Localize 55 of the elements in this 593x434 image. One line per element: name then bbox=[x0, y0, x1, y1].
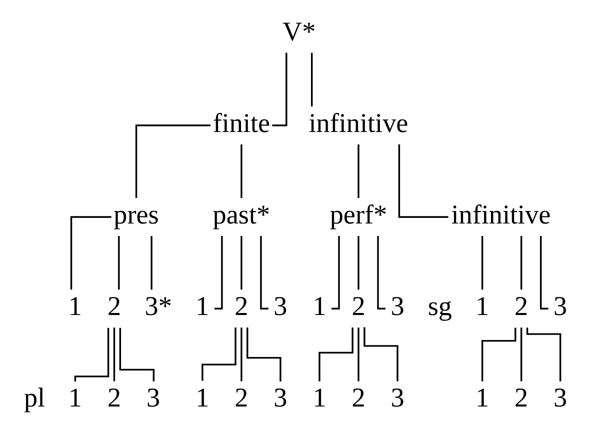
connector bbox=[70, 216, 111, 290]
connector bbox=[118, 236, 120, 290]
connector bbox=[398, 144, 448, 218]
node-text: 2 bbox=[351, 291, 365, 322]
node-text: 2 bbox=[106, 291, 121, 322]
connector bbox=[310, 52, 312, 106]
node-text: 1 bbox=[195, 382, 209, 413]
node-text: 3 bbox=[553, 382, 567, 413]
connector bbox=[240, 144, 242, 198]
connector bbox=[480, 236, 483, 290]
node-text: 2 bbox=[234, 291, 248, 322]
node-text: 3* bbox=[144, 291, 172, 322]
node-text: 3 bbox=[146, 382, 160, 413]
node-text: 2 bbox=[234, 382, 248, 413]
node-text: 2 bbox=[351, 382, 365, 413]
node-text: 3 bbox=[553, 291, 567, 322]
connector bbox=[112, 328, 115, 382]
node-text: 3 bbox=[273, 291, 287, 322]
connector bbox=[201, 328, 236, 381]
connector bbox=[134, 124, 210, 198]
connector bbox=[357, 328, 359, 382]
label: pl bbox=[23, 382, 45, 413]
node-text: V* bbox=[282, 16, 316, 46]
node-text: 1 bbox=[68, 382, 82, 413]
node-text: infinitive bbox=[450, 199, 550, 230]
node-text: 2 bbox=[106, 382, 121, 413]
connector bbox=[520, 328, 522, 382]
connector bbox=[526, 328, 561, 382]
node-text: 1 bbox=[475, 291, 489, 322]
node-text: pres bbox=[113, 199, 158, 230]
label: sg bbox=[427, 291, 452, 322]
connector bbox=[318, 328, 353, 382]
node-text: finite bbox=[212, 108, 270, 138]
node-text: 1 bbox=[312, 382, 326, 413]
node-text: perf* bbox=[329, 199, 387, 230]
node-text: 1 bbox=[312, 291, 326, 322]
node-text: 1 bbox=[475, 382, 489, 413]
connector bbox=[357, 236, 359, 290]
node-text: 1 bbox=[68, 291, 82, 322]
node-text: infinitive bbox=[308, 108, 408, 138]
node-text: 2 bbox=[514, 291, 528, 322]
connector bbox=[520, 236, 522, 290]
node-text: 3 bbox=[273, 382, 287, 413]
node-text: past* bbox=[212, 199, 270, 230]
node-text: 2 bbox=[514, 382, 528, 413]
connector bbox=[357, 144, 359, 198]
connector bbox=[240, 328, 242, 382]
node-text: 1 bbox=[195, 291, 209, 322]
connector bbox=[150, 236, 152, 290]
connector bbox=[246, 327, 281, 382]
connector bbox=[240, 236, 242, 290]
connector bbox=[363, 327, 398, 382]
connector bbox=[480, 328, 516, 382]
node-text: 3 bbox=[390, 291, 404, 322]
node-text: 3 bbox=[390, 382, 404, 413]
